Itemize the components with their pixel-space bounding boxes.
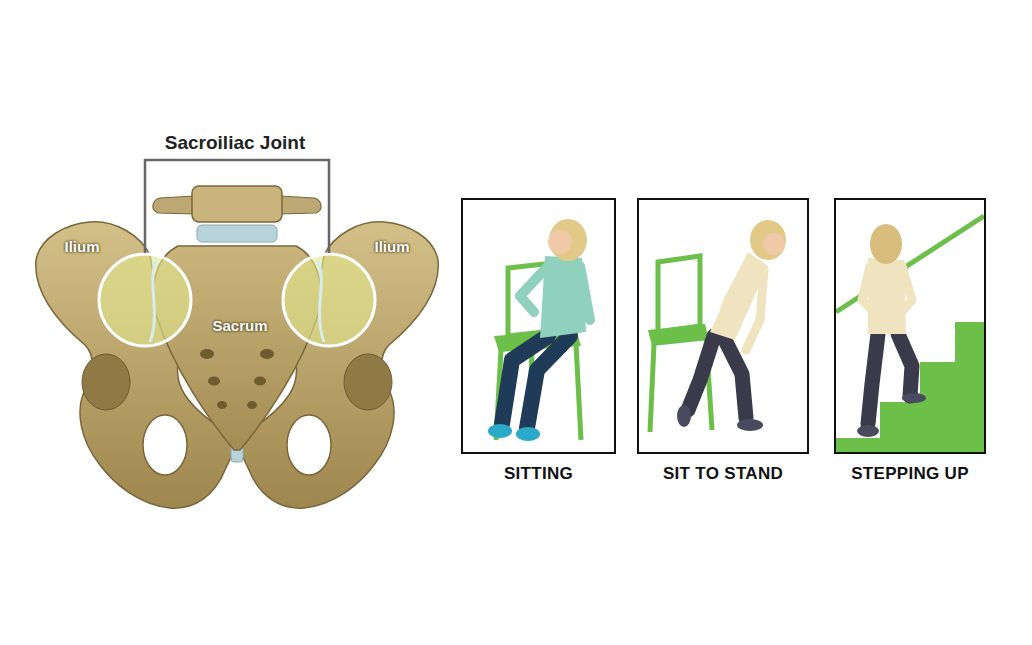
woman-hair	[549, 219, 587, 261]
sacral-foramen	[208, 377, 220, 386]
bone-label: Ilium	[374, 238, 409, 255]
sacral-foramen	[200, 349, 214, 359]
chair	[648, 324, 709, 346]
photo-panel: STEPPING UP	[834, 198, 986, 484]
sacral-foramen	[254, 377, 266, 386]
woman-arm	[722, 262, 764, 350]
woman-hair	[750, 220, 786, 260]
photo-panel: SITTING	[461, 198, 616, 484]
acetabulum	[344, 354, 392, 410]
woman-head	[548, 230, 572, 254]
panel-caption: STEPPING UP	[834, 464, 986, 484]
photo-panel: SIT TO STAND	[637, 198, 809, 484]
transverse-process	[280, 196, 321, 214]
stairs	[836, 322, 984, 452]
panel-caption: SITTING	[461, 464, 616, 484]
joint-highlight	[99, 254, 375, 346]
chair	[658, 256, 700, 332]
woman-legs	[868, 334, 912, 424]
woman-shoe	[857, 425, 879, 437]
transverse-process	[153, 196, 194, 214]
woman-shoe	[902, 393, 926, 403]
bone-label: Ilium	[64, 238, 99, 255]
bracket-label: Sacroiliac Joint	[165, 132, 305, 154]
woman-legs	[688, 334, 746, 418]
joint-line	[318, 260, 324, 342]
woman-arm	[520, 266, 590, 320]
joint-line	[150, 260, 156, 342]
sacral-foramen	[260, 349, 274, 359]
sacral-foramen	[217, 401, 227, 409]
joint-circle	[283, 254, 375, 346]
label-bracket	[145, 160, 329, 253]
lumbar-vertebra	[153, 186, 321, 242]
woman-hair	[870, 224, 902, 264]
panel-caption: SIT TO STAND	[637, 464, 809, 484]
obturator-foramen	[143, 415, 187, 475]
woman-legs	[502, 336, 570, 428]
stepping-up-figure	[836, 216, 984, 452]
sacral-foramina	[200, 349, 274, 409]
panel-frame	[834, 198, 986, 454]
woman-shoe	[516, 427, 540, 441]
woman-head	[763, 233, 785, 255]
joint-circle	[99, 254, 191, 346]
acetabulum	[82, 354, 130, 410]
intervertebral-disc	[197, 225, 277, 242]
woman-shoe	[677, 405, 691, 427]
sit-to-stand-figure	[648, 220, 786, 432]
panel-frame	[461, 198, 616, 454]
woman-shoe	[488, 424, 512, 438]
panel-frame	[637, 198, 809, 454]
vertebral-body	[192, 186, 282, 222]
bone-label: Sacrum	[212, 317, 267, 334]
sitting-figure	[488, 219, 590, 441]
sacral-foramen	[247, 401, 257, 409]
woman-arm	[862, 266, 912, 318]
obturator-foramen	[287, 415, 331, 475]
woman-shoe	[737, 419, 763, 431]
